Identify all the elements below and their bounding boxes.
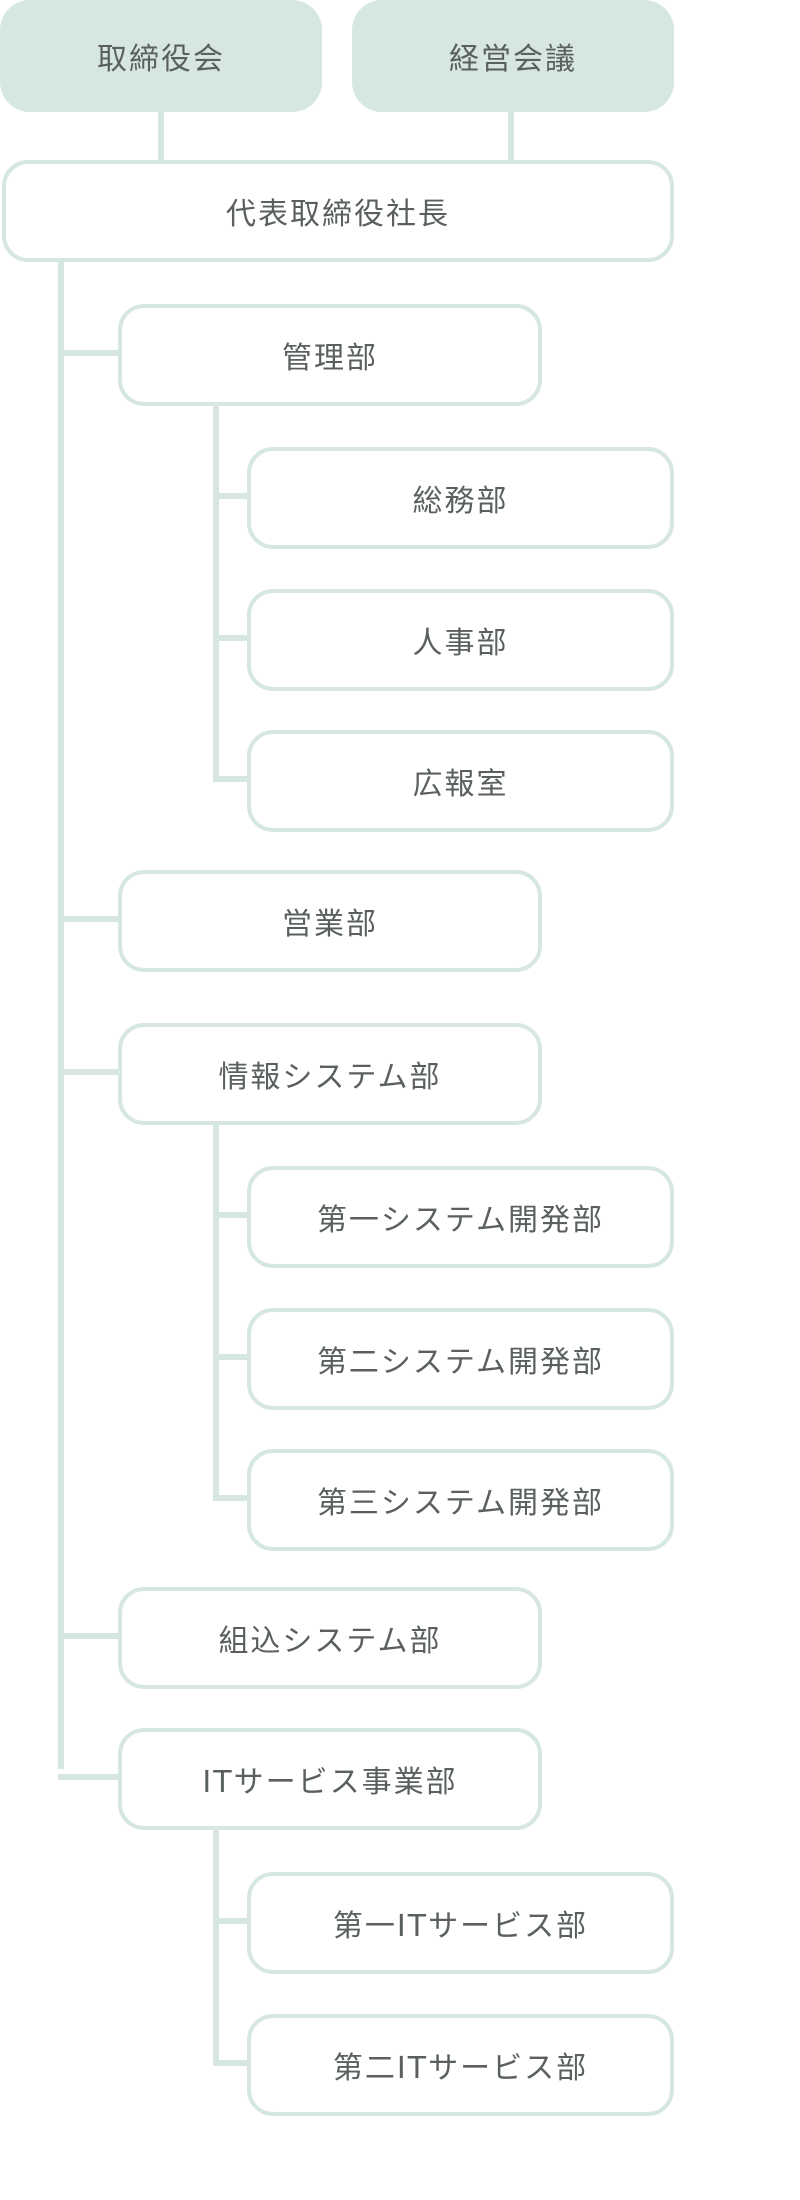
board-of-directors-box: 取締役会: [0, 0, 322, 112]
management-meeting-box: 経営会議: [352, 0, 674, 112]
connector-trunk-info-systems: [213, 1119, 219, 1499]
connector-board-president: [158, 108, 164, 164]
connector-hr: [213, 635, 249, 641]
system-dev-3-box: 第三システム開発部: [247, 1449, 674, 1551]
system-dev-2-box: 第二システム開発部: [247, 1308, 674, 1410]
connector-it-services: [58, 1774, 120, 1780]
connector-trunk-admin: [213, 400, 219, 780]
connector-sales: [58, 916, 120, 922]
it-services-div-box: ITサービス事業部: [118, 1728, 542, 1830]
president-box: 代表取締役社長: [2, 160, 674, 262]
it-service-1-box: 第一ITサービス部: [247, 1872, 674, 1974]
sales-dept-box: 営業部: [118, 870, 542, 972]
it-service-2-box: 第二ITサービス部: [247, 2014, 674, 2116]
connector-trunk-it-services: [213, 1824, 219, 2064]
connector-general-affairs: [213, 493, 249, 499]
hr-dept-box: 人事部: [247, 589, 674, 691]
connector-pr: [213, 776, 249, 782]
connector-itservice-2: [213, 2060, 249, 2066]
pr-office-box: 広報室: [247, 730, 674, 832]
connector-itservice-1: [213, 1918, 249, 1924]
connector-sysdev-3: [213, 1495, 249, 1501]
embedded-systems-dept-box: 組込システム部: [118, 1587, 542, 1689]
info-systems-dept-box: 情報システム部: [118, 1023, 542, 1125]
system-dev-1-box: 第一システム開発部: [247, 1166, 674, 1268]
connector-embedded: [58, 1633, 120, 1639]
admin-dept-box: 管理部: [118, 304, 542, 406]
connector-sysdev-2: [213, 1354, 249, 1360]
connector-sysdev-1: [213, 1212, 249, 1218]
connector-info-systems: [58, 1069, 120, 1075]
connector-trunk-main: [58, 254, 64, 1769]
general-affairs-box: 総務部: [247, 447, 674, 549]
connector-admin: [58, 350, 120, 356]
connector-meeting-president: [508, 108, 514, 164]
